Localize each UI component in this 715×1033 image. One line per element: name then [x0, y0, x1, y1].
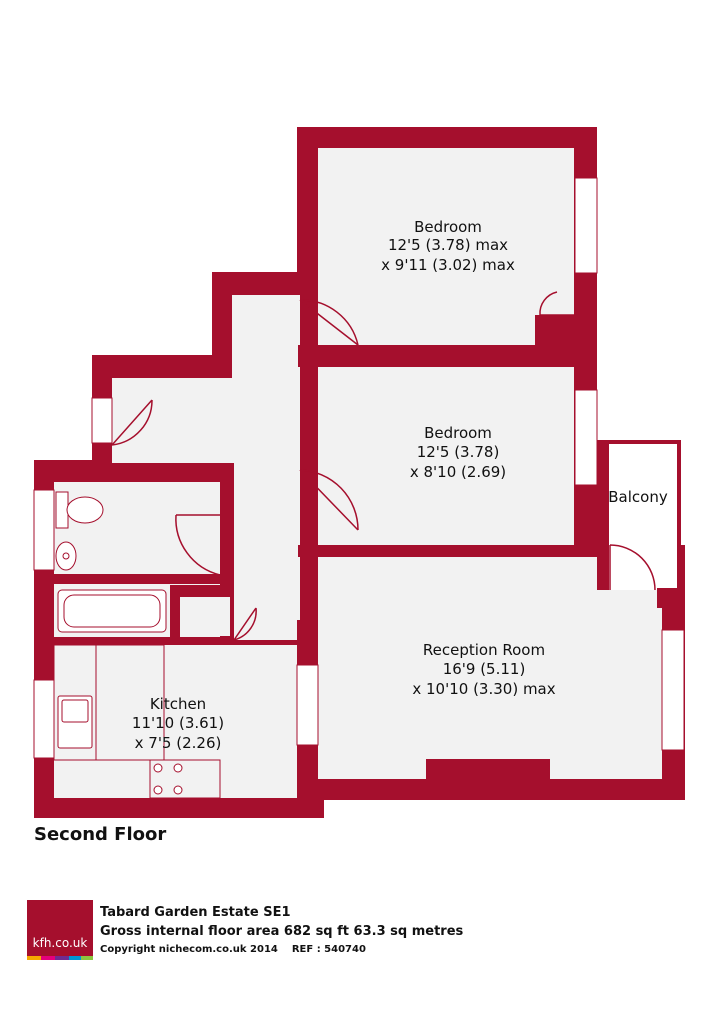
bedroom1-name: Bedroom [414, 218, 482, 236]
bedroom2-floor [318, 367, 574, 545]
ref: REF : 540740 [291, 944, 366, 955]
door-wardrobe [539, 291, 575, 316]
window-kitchen [33, 679, 55, 759]
door-cupboard [233, 607, 257, 641]
logo-bar-purple [55, 956, 69, 960]
kitchen-floor [54, 645, 297, 798]
property-info: Tabard Garden Estate SE1 Gross internal … [100, 905, 463, 955]
windows [33, 177, 685, 759]
window-reception [661, 629, 685, 751]
balcony-name: Balcony [608, 488, 668, 506]
copyright: Copyright nichecom.co.uk 2014 [100, 944, 278, 955]
reception-dim1: 16'9 (5.11) [443, 660, 526, 678]
logo-bar-blue [69, 956, 81, 960]
address: Tabard Garden Estate SE1 [100, 905, 291, 920]
reception-floor [318, 557, 662, 779]
bedroom2-name: Bedroom [424, 424, 492, 442]
hob [149, 759, 221, 799]
bedroom1-floor [318, 148, 574, 353]
door-bedroom2 [299, 469, 359, 531]
hall-floor [232, 295, 300, 390]
bedroom2-dim1: 12'5 (3.78) [417, 443, 500, 461]
room-labels: Bedroom 12'5 (3.78) max x 9'11 (3.02) ma… [132, 218, 668, 752]
window-bedroom2 [574, 389, 598, 486]
reception-dim2: x 10'10 (3.30) max [412, 680, 555, 698]
door-bedroom1 [299, 299, 359, 346]
fixtures [53, 491, 221, 799]
balcony [597, 440, 685, 608]
window-bedroom1 [574, 177, 598, 274]
cupboard-floor [180, 596, 230, 636]
floor-area: Gross internal floor area 682 sq ft 63.3… [100, 924, 464, 939]
logo-bar-yellow [27, 956, 41, 960]
toilet-cistern [55, 491, 69, 529]
window-bathroom [33, 489, 55, 571]
door-bathroom [175, 514, 221, 576]
bedroom1-dim1: 12'5 (3.78) max [388, 236, 508, 254]
logo-bar-green [81, 956, 93, 960]
bedroom2-dim2: x 8'10 (2.69) [410, 463, 506, 481]
floor-label: Second Floor [34, 824, 167, 845]
kitchen-name: Kitchen [150, 695, 206, 713]
kitchen-dim2: x 7'5 (2.26) [135, 734, 222, 752]
window-hall [91, 397, 113, 444]
doors [111, 291, 656, 641]
floor-plan: Bedroom 12'5 (3.78) max x 9'11 (3.02) ma… [33, 127, 685, 818]
bath [57, 589, 167, 633]
credits: Copyright nichecom.co.uk 2014 REF : 54074… [100, 944, 463, 955]
door-balcony [609, 544, 656, 591]
logo-text: kfh.co.uk [32, 936, 88, 950]
window-reception-internal [296, 664, 319, 746]
kitchen-dim1: 11'10 (3.61) [132, 714, 224, 732]
reception-name: Reception Room [423, 641, 545, 659]
bedroom1-dim2: x 9'11 (3.02) max [381, 256, 515, 274]
toilet-bowl [66, 496, 104, 524]
kfh-logo: kfh.co.uk [27, 900, 93, 960]
door-hall-entry [111, 399, 153, 446]
hall-floor-3 [234, 440, 300, 640]
logo-bar-pink [41, 956, 55, 960]
